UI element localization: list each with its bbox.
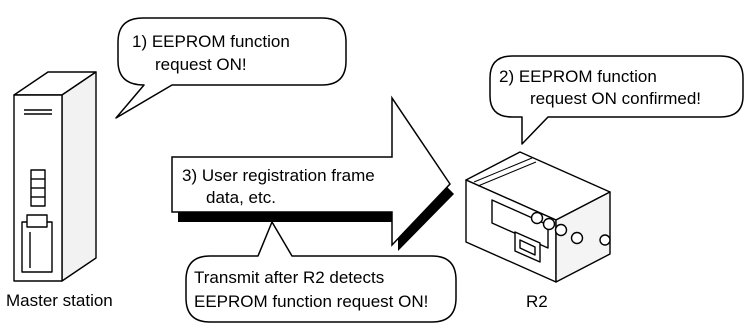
speech-bubble-transmit	[185, 221, 457, 323]
r2-label: R2	[526, 292, 548, 311]
bubble-transmit-line2: EEPROM function request ON!	[194, 292, 428, 311]
master-station-label: Master station	[6, 291, 113, 310]
bubble-step1-line1: 1) EEPROM function	[132, 32, 290, 51]
bubble-transmit-line1: Transmit after R2 detects	[194, 268, 384, 287]
master-station-device	[13, 71, 97, 282]
arrow-label-line1: 3) User registration frame	[182, 166, 375, 185]
bubble-step1-line2: request ON!	[155, 55, 247, 74]
bubble-step2-line1: 2) EEPROM function	[499, 67, 657, 86]
arrow-label-line2: data, etc.	[206, 188, 276, 207]
speech-bubble-step1	[115, 17, 347, 119]
r2-device	[465, 151, 611, 283]
data-transfer-arrow	[171, 95, 454, 251]
bubble-step2-line2: request ON confirmed!	[530, 89, 701, 108]
speech-bubble-step2	[489, 55, 744, 145]
